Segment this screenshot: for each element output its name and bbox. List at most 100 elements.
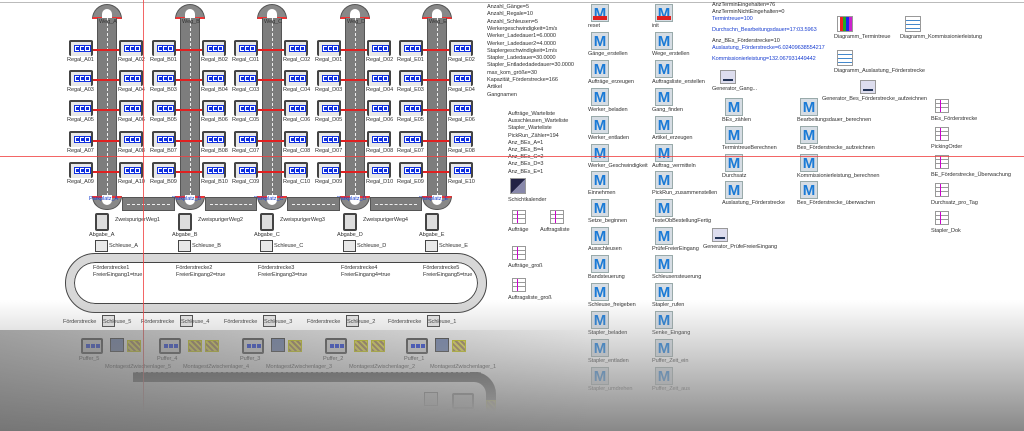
method-icon[interactable]: M: [591, 338, 609, 357]
method-icon[interactable]: M: [591, 115, 609, 134]
generator-icon[interactable]: [860, 80, 876, 94]
shelf-rack[interactable]: [69, 131, 93, 147]
shelf-rack[interactable]: [202, 100, 226, 116]
abgabe-station[interactable]: [95, 213, 109, 231]
two-lane-road[interactable]: [370, 197, 422, 211]
shelf-rack[interactable]: [152, 70, 176, 86]
table-icon[interactable]: [935, 183, 949, 197]
table-icon[interactable]: [550, 210, 564, 224]
shelf-rack[interactable]: [317, 100, 341, 116]
shelf-rack[interactable]: [399, 162, 423, 178]
aisle-road[interactable]: [345, 18, 365, 196]
assembly-station[interactable]: [271, 338, 285, 352]
two-lane-road[interactable]: [205, 197, 257, 211]
method-icon[interactable]: M: [591, 143, 609, 162]
method-icon[interactable]: M: [655, 338, 673, 357]
assembly-station[interactable]: [435, 338, 449, 352]
schleuse-gate[interactable]: [343, 240, 356, 252]
method-icon[interactable]: M: [655, 283, 673, 301]
shelf-rack[interactable]: [367, 162, 391, 178]
shelf-rack[interactable]: [399, 70, 423, 86]
shelf-rack[interactable]: [449, 40, 473, 56]
exit-road[interactable]: [133, 372, 481, 382]
shelf-rack[interactable]: [449, 70, 473, 86]
method-icon[interactable]: M: [655, 199, 673, 218]
shelf-rack[interactable]: [284, 70, 308, 86]
shelf-rack[interactable]: [284, 40, 308, 56]
sink-station[interactable]: [424, 392, 438, 406]
shift-calendar-icon[interactable]: [510, 178, 526, 194]
method-icon[interactable]: M: [800, 181, 818, 200]
shelf-rack[interactable]: [69, 100, 93, 116]
table-icon[interactable]: [512, 210, 526, 224]
method-icon[interactable]: M: [591, 310, 609, 329]
method-icon[interactable]: M: [655, 255, 673, 274]
shelf-rack[interactable]: [449, 100, 473, 116]
table-icon[interactable]: [512, 246, 526, 260]
shelf-rack[interactable]: [317, 162, 341, 178]
table-icon[interactable]: [935, 155, 949, 169]
method-icon[interactable]: M: [591, 255, 609, 274]
shelf-rack[interactable]: [119, 100, 143, 116]
aisle-road[interactable]: [180, 18, 200, 196]
shelf-rack[interactable]: [367, 70, 391, 86]
shelf-rack[interactable]: [69, 70, 93, 86]
method-icon[interactable]: M: [800, 153, 818, 172]
two-lane-road[interactable]: [287, 197, 340, 211]
abgabe-station[interactable]: [260, 213, 274, 231]
method-icon[interactable]: M: [725, 153, 743, 172]
method-icon[interactable]: M: [655, 310, 673, 329]
aisle-road[interactable]: [97, 18, 117, 196]
schleuse-gate[interactable]: [260, 240, 273, 252]
shelf-rack[interactable]: [399, 40, 423, 56]
two-lane-road[interactable]: [122, 197, 175, 211]
shelf-rack[interactable]: [234, 40, 258, 56]
method-icon[interactable]: M: [591, 59, 609, 78]
shelf-rack[interactable]: [284, 162, 308, 178]
method-icon[interactable]: M: [655, 87, 673, 106]
method-icon[interactable]: M: [591, 171, 609, 190]
shelf-rack[interactable]: [317, 131, 341, 147]
shelf-rack[interactable]: [119, 40, 143, 56]
method-icon[interactable]: M: [591, 4, 609, 22]
shelf-rack[interactable]: [399, 100, 423, 116]
table-icon[interactable]: [935, 99, 949, 113]
shelf-rack[interactable]: [152, 100, 176, 116]
shelf-rack[interactable]: [234, 70, 258, 86]
generator-icon[interactable]: [720, 70, 736, 84]
shelf-rack[interactable]: [152, 40, 176, 56]
schleuse-gate[interactable]: [95, 240, 108, 252]
chart-icon[interactable]: [837, 50, 853, 66]
shelf-rack[interactable]: [119, 70, 143, 86]
shelf-rack[interactable]: [234, 100, 258, 116]
shelf-rack[interactable]: [202, 40, 226, 56]
method-icon[interactable]: M: [591, 366, 609, 385]
shelf-rack[interactable]: [367, 131, 391, 147]
shelf-rack[interactable]: [367, 40, 391, 56]
method-icon[interactable]: M: [655, 171, 673, 190]
generator-icon[interactable]: [712, 228, 728, 242]
method-icon[interactable]: M: [800, 98, 818, 116]
chart-icon[interactable]: [905, 16, 921, 32]
shelf-rack[interactable]: [399, 131, 423, 147]
method-icon[interactable]: M: [655, 59, 673, 78]
method-icon[interactable]: M: [591, 227, 609, 246]
shelf-rack[interactable]: [449, 131, 473, 147]
method-icon[interactable]: M: [655, 31, 673, 50]
buffer-station[interactable]: [159, 338, 181, 354]
shelf-rack[interactable]: [284, 131, 308, 147]
shelf-rack[interactable]: [119, 162, 143, 178]
buffer-station[interactable]: [406, 338, 428, 354]
shelf-rack[interactable]: [317, 40, 341, 56]
table-icon[interactable]: [512, 278, 526, 292]
shelf-rack[interactable]: [449, 162, 473, 178]
shelf-rack[interactable]: [152, 131, 176, 147]
shelf-rack[interactable]: [119, 131, 143, 147]
method-icon[interactable]: M: [655, 115, 673, 134]
shelf-rack[interactable]: [234, 162, 258, 178]
shelf-rack[interactable]: [69, 40, 93, 56]
aisle-road[interactable]: [427, 18, 447, 196]
method-icon[interactable]: M: [655, 4, 673, 22]
method-icon[interactable]: M: [725, 98, 743, 116]
method-icon[interactable]: M: [655, 366, 673, 385]
